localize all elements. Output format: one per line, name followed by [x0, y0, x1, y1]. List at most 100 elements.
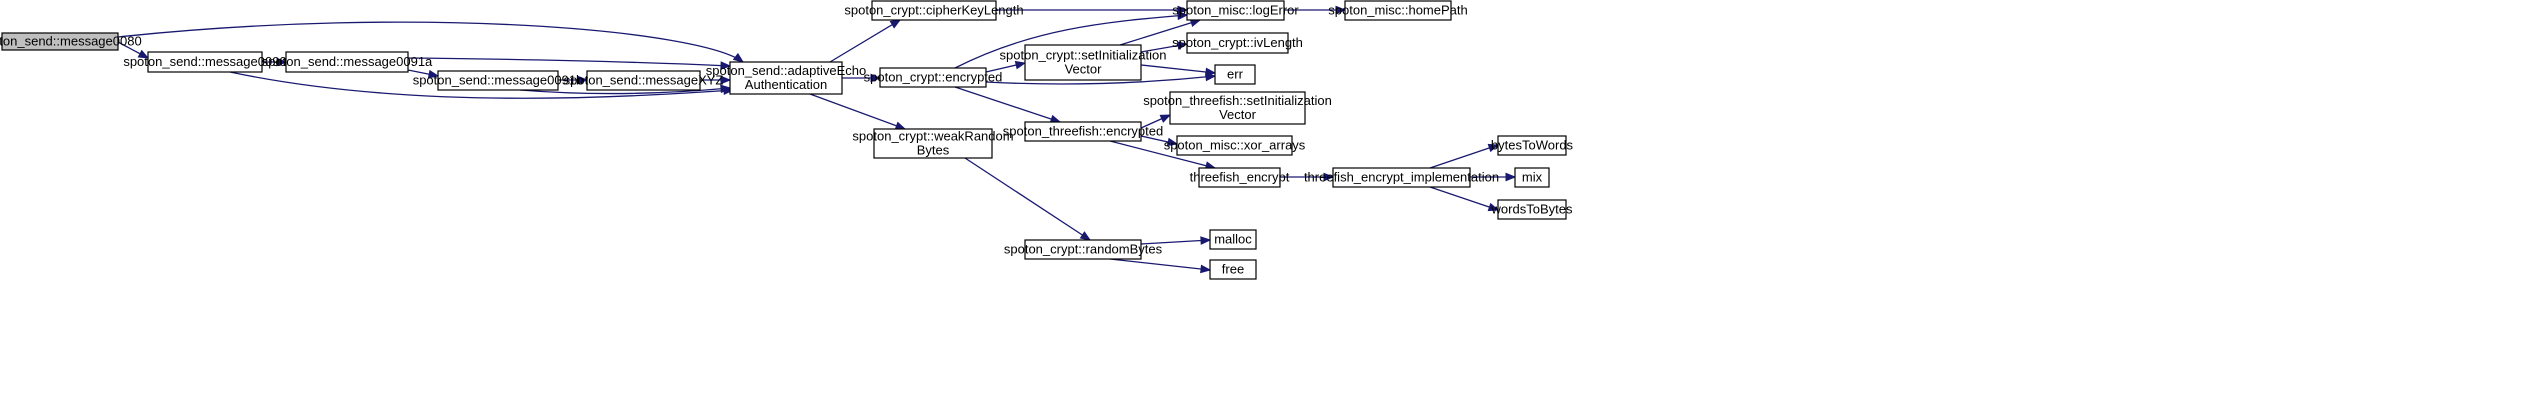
- node-n3[interactable]: spoton_send::message0091b: [413, 70, 584, 91]
- node-label: malloc: [1214, 232, 1252, 247]
- node-n16[interactable]: spoton_misc::xor_arrays: [1164, 135, 1306, 156]
- edges-layer: [117, 5, 1517, 274]
- arrowhead-n22-n23: [1200, 236, 1212, 245]
- arrowhead-n14-n16: [1166, 137, 1179, 147]
- node-box[interactable]: [1514, 167, 1550, 188]
- node-n18[interactable]: threefish_encrypt_implementation: [1304, 167, 1499, 188]
- node-box[interactable]: [729, 61, 843, 95]
- node-label: spoton_misc::homePath: [1328, 3, 1467, 18]
- node-box[interactable]: [1186, 32, 1289, 54]
- node-n20[interactable]: mix: [1514, 167, 1550, 188]
- node-label: spoton_misc::logError: [1172, 3, 1299, 18]
- edge-n1-n5: [229, 71, 734, 99]
- node-label: spoton_send::message0090: [123, 54, 286, 69]
- node-label: spoton_threefish::encrypted: [1003, 124, 1163, 139]
- node-n15[interactable]: spoton_threefish::setInitializationVecto…: [1143, 91, 1332, 125]
- node-box[interactable]: [586, 70, 701, 91]
- arrowhead-n4-n5: [720, 75, 732, 85]
- arrowhead-n5-n6: [889, 19, 902, 29]
- arrowhead-n3-n5: [720, 84, 732, 94]
- node-box[interactable]: [1332, 167, 1471, 188]
- node-label: threefish_encrypt: [1190, 170, 1290, 185]
- arrowhead-n0-n5: [732, 52, 745, 63]
- node-box[interactable]: [1214, 64, 1256, 85]
- arrowhead-n18-n21: [1487, 202, 1500, 212]
- node-label: spoton_send::message0091a: [262, 54, 433, 69]
- node-n23[interactable]: malloc: [1209, 229, 1257, 250]
- node-box[interactable]: [873, 128, 993, 159]
- node-box[interactable]: [147, 51, 263, 73]
- edge-n18-n21: [1429, 186, 1499, 211]
- node-label: mix: [1522, 170, 1543, 185]
- node-box[interactable]: [1209, 229, 1257, 250]
- node-box[interactable]: [1176, 135, 1293, 156]
- nodes-layer: spoton_send::message0080spoton_send::mes…: [0, 0, 1574, 280]
- node-n21[interactable]: wordsToBytes: [1491, 199, 1573, 220]
- arrowhead-n7-n9: [1177, 11, 1189, 21]
- node-box[interactable]: [285, 51, 409, 73]
- node-label: threefish_encrypt_implementation: [1304, 170, 1499, 185]
- node-box[interactable]: [1, 32, 119, 51]
- node-label: spoton_crypt::weakRandom: [852, 129, 1013, 144]
- node-n2[interactable]: spoton_send::message0091a: [262, 51, 433, 73]
- node-label: Vector: [1065, 62, 1103, 77]
- node-n13[interactable]: err: [1214, 64, 1256, 85]
- edge-n5-n8: [809, 93, 906, 130]
- node-box[interactable]: [1186, 0, 1285, 21]
- node-box[interactable]: [1024, 44, 1142, 81]
- edge-n3-n5: [519, 87, 731, 95]
- node-label: spoton_send::adaptiveEcho: [706, 63, 866, 78]
- node-label: bytesToWords: [1491, 138, 1574, 153]
- arrowhead-n7-n11: [1014, 60, 1027, 70]
- node-n14[interactable]: spoton_threefish::encrypted: [1003, 121, 1163, 142]
- node-box[interactable]: [1497, 199, 1567, 220]
- arrowhead-n2-n5: [720, 61, 732, 70]
- node-box[interactable]: [1198, 167, 1281, 188]
- arrowhead-n6-n9: [1177, 5, 1189, 15]
- node-n9[interactable]: spoton_misc::logError: [1172, 0, 1299, 21]
- node-box[interactable]: [1024, 121, 1142, 142]
- node-label: spoton_crypt::encrypted: [864, 70, 1003, 85]
- node-n17[interactable]: threefish_encrypt: [1190, 167, 1290, 188]
- node-n12[interactable]: spoton_crypt::ivLength: [1172, 32, 1303, 54]
- node-n4[interactable]: spoton_send::messageXYZ: [564, 70, 724, 91]
- node-box[interactable]: [1344, 0, 1452, 21]
- node-box[interactable]: [1209, 259, 1257, 280]
- node-label: spoton_send::messageXYZ: [564, 73, 724, 88]
- node-label: spoton_crypt::randomBytes: [1004, 242, 1163, 257]
- node-n24[interactable]: free: [1209, 259, 1257, 280]
- node-n6[interactable]: spoton_crypt::cipherKeyLength: [844, 0, 1024, 21]
- arrowhead-n18-n20: [1505, 172, 1517, 182]
- edge-n18-n19: [1429, 144, 1499, 169]
- node-box[interactable]: [437, 70, 559, 91]
- node-box[interactable]: [879, 67, 987, 88]
- node-label: Bytes: [917, 143, 950, 158]
- edge-n7-n9: [954, 14, 1188, 69]
- node-n19[interactable]: bytesToWords: [1491, 135, 1574, 156]
- node-n7[interactable]: spoton_crypt::encrypted: [864, 67, 1003, 88]
- arrowhead-n14-n15: [1159, 114, 1172, 123]
- node-n10[interactable]: spoton_misc::homePath: [1328, 0, 1468, 21]
- arrowhead-n2-n3: [427, 69, 440, 79]
- edge-n8-n22: [964, 157, 1091, 241]
- node-n22[interactable]: spoton_crypt::randomBytes: [1004, 239, 1163, 260]
- node-box[interactable]: [1024, 239, 1142, 260]
- node-box[interactable]: [1169, 91, 1306, 125]
- node-box[interactable]: [1497, 135, 1567, 156]
- node-label: spoton_threefish::setInitialization: [1143, 93, 1332, 108]
- arrowhead-n0-n1: [137, 49, 150, 59]
- node-n1[interactable]: spoton_send::message0090: [123, 51, 287, 73]
- arrowhead-n5-n7: [870, 73, 882, 83]
- node-label: Vector: [1219, 107, 1257, 122]
- node-n0[interactable]: spoton_send::message0080: [0, 32, 142, 51]
- node-box[interactable]: [871, 0, 997, 21]
- arrowhead-n9-n10: [1335, 5, 1347, 15]
- node-label: free: [1222, 262, 1244, 277]
- edge-n7-n13: [985, 75, 1216, 85]
- edge-n0-n5: [117, 21, 744, 63]
- arrowhead-n3-n4: [577, 75, 589, 85]
